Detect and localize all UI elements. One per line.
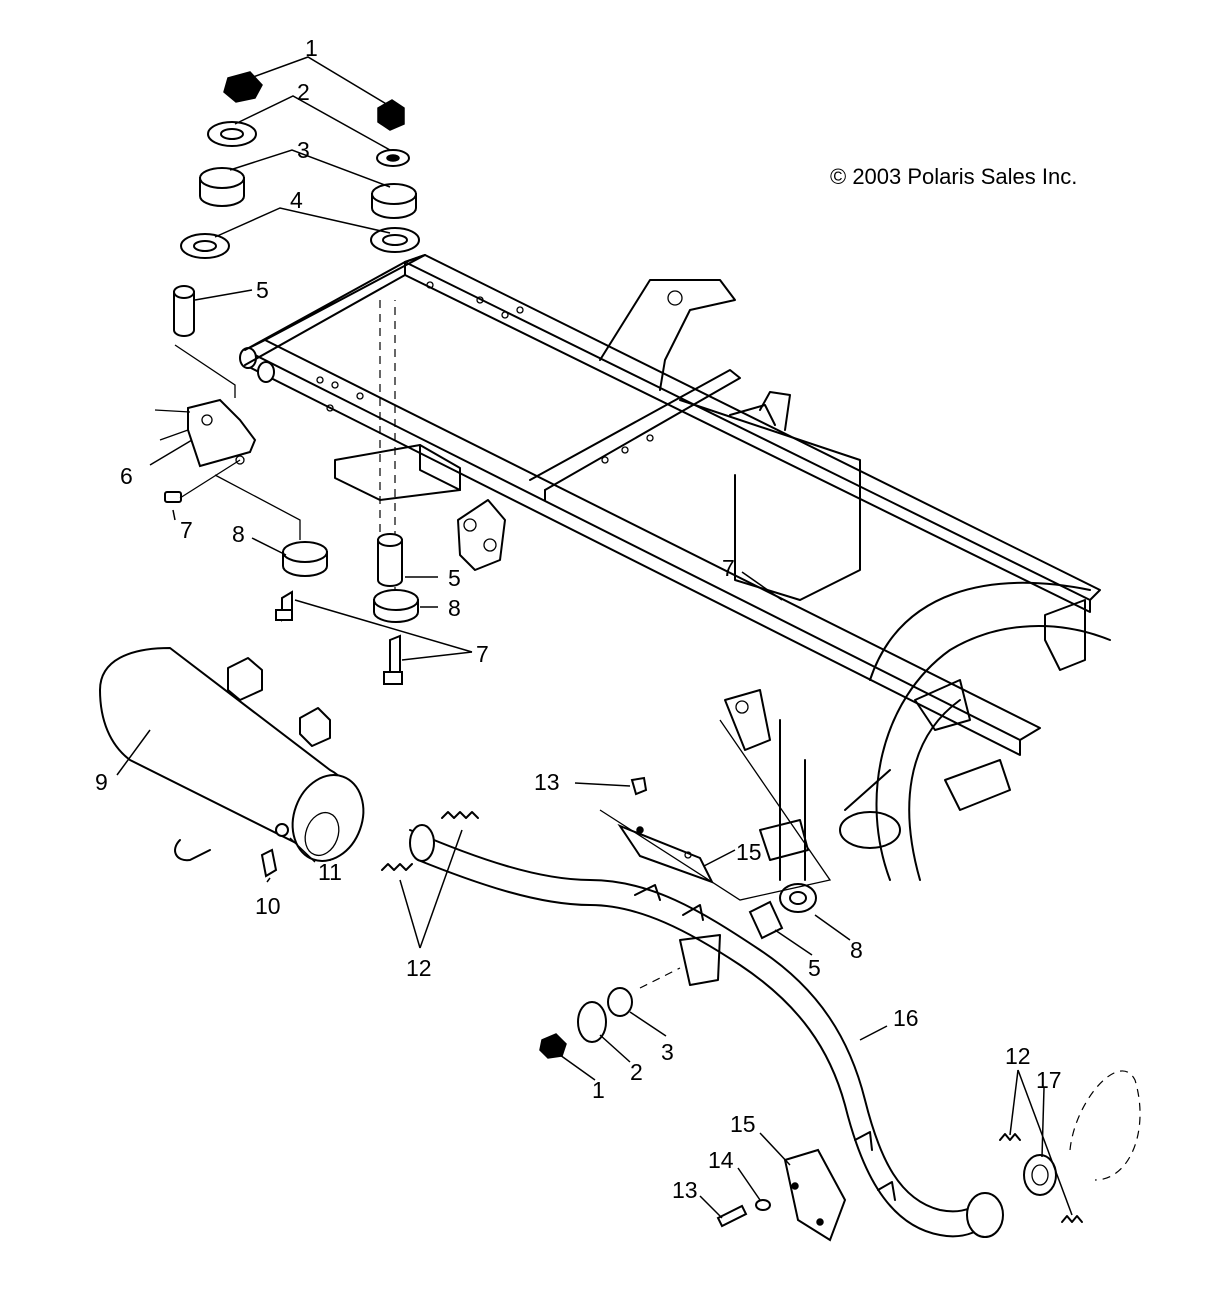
callout-7-left: 7 bbox=[180, 517, 193, 543]
callouts: 1 2 3 4 5 6 7 8 5 8 7 7 9 10 11 12 13 15… bbox=[95, 35, 1062, 1203]
callout-8-center: 8 bbox=[448, 595, 461, 621]
callout-5-left: 5 bbox=[256, 277, 269, 303]
copyright-notice: © 2003 Polaris Sales Inc. bbox=[830, 164, 1077, 189]
callout-7-right: 7 bbox=[722, 555, 735, 581]
callout-5-center: 5 bbox=[448, 565, 461, 591]
callout-12-left: 12 bbox=[406, 955, 432, 981]
callout-8-right: 8 bbox=[850, 937, 863, 963]
callout-13-lower: 13 bbox=[672, 1177, 698, 1203]
callout-1-lower: 1 bbox=[592, 1077, 605, 1103]
callout-7-lower: 7 bbox=[476, 641, 489, 667]
callout-5-right: 5 bbox=[808, 955, 821, 981]
callout-8-left: 8 bbox=[232, 521, 245, 547]
callout-14: 14 bbox=[708, 1147, 734, 1173]
callout-15-lower: 15 bbox=[730, 1111, 756, 1137]
callout-2-lower: 2 bbox=[630, 1059, 643, 1085]
callout-13-upper: 13 bbox=[534, 769, 560, 795]
callout-15-upper: 15 bbox=[736, 839, 762, 865]
exhaust-pipe bbox=[381, 719, 1141, 1242]
right-hardware-stack bbox=[370, 99, 420, 685]
frame-assembly bbox=[239, 254, 1111, 881]
callout-1-top: 1 bbox=[305, 35, 318, 61]
left-hardware-stack bbox=[154, 71, 328, 622]
callout-4: 4 bbox=[290, 187, 303, 213]
callout-12-right: 12 bbox=[1005, 1043, 1031, 1069]
callout-3-top: 3 bbox=[297, 137, 310, 163]
callout-16: 16 bbox=[893, 1005, 919, 1031]
leader-lines bbox=[116, 56, 1073, 1219]
callout-3-lower: 3 bbox=[661, 1039, 674, 1065]
callout-2-top: 2 bbox=[297, 79, 310, 105]
callout-9: 9 bbox=[95, 769, 108, 795]
callout-6: 6 bbox=[120, 463, 133, 489]
callout-11: 11 bbox=[318, 859, 342, 885]
callout-10: 10 bbox=[255, 893, 281, 919]
muffler bbox=[99, 647, 365, 878]
callout-17: 17 bbox=[1036, 1067, 1062, 1093]
